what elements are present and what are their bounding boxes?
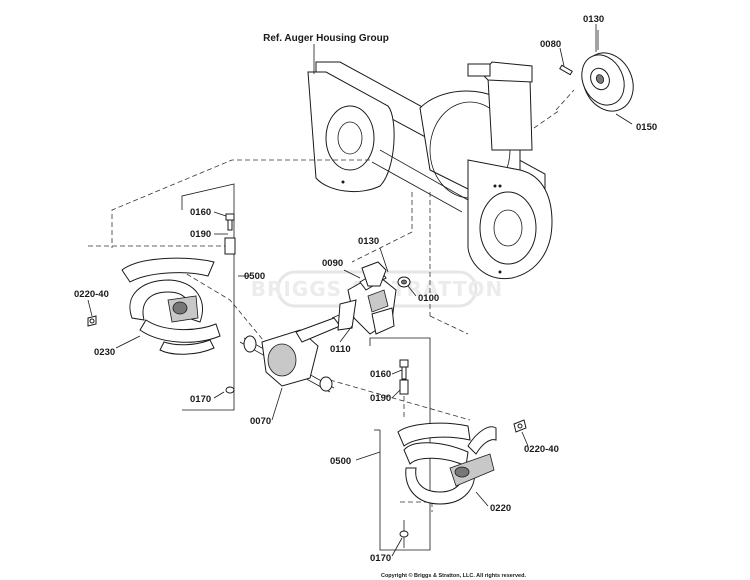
auger-0230 xyxy=(121,257,221,355)
auger-housing xyxy=(307,61,553,280)
bushing-0100 xyxy=(397,276,411,288)
gearbox-0070 xyxy=(239,307,357,393)
callout-0170-left: 0170 xyxy=(190,394,211,405)
assembly-guide-lines xyxy=(88,89,575,421)
pulley-0150 xyxy=(581,52,634,112)
callout-0110: 0110 xyxy=(330,344,351,355)
callout-0170-right: 0170 xyxy=(370,553,391,564)
callout-0220: 0220 xyxy=(490,503,511,514)
grease-fitting-left xyxy=(87,315,97,327)
callout-0160-left: 0160 xyxy=(190,207,211,218)
callout-0130-mid: 0130 xyxy=(358,236,379,247)
callout-0220-40-left: 0220-40 xyxy=(74,289,109,300)
callout-0070: 0070 xyxy=(250,416,271,427)
callout-labels: Ref. Auger Housing Group 0130 0080 0150 … xyxy=(74,14,657,579)
screw-0130-top xyxy=(595,30,599,52)
callout-0230: 0230 xyxy=(94,347,115,358)
leader-lines xyxy=(87,24,633,557)
washer-0090 xyxy=(361,261,387,287)
auger-0220 xyxy=(397,422,497,505)
callout-0190-right: 0190 xyxy=(370,393,391,404)
callout-0090: 0090 xyxy=(322,258,343,269)
grease-fitting-right xyxy=(513,419,527,433)
ref-auger-housing-group-label: Ref. Auger Housing Group xyxy=(263,33,389,44)
callout-0190-left: 0190 xyxy=(190,229,211,240)
callout-0500-right: 0500 xyxy=(330,456,351,467)
key-0080 xyxy=(559,64,573,76)
callout-0500-left: 0500 xyxy=(244,271,265,282)
callout-0080: 0080 xyxy=(540,39,561,50)
callout-0100: 0100 xyxy=(418,293,439,304)
callout-0160-right: 0160 xyxy=(370,369,391,380)
callout-0150: 0150 xyxy=(636,122,657,133)
callout-0130-top: 0130 xyxy=(583,14,604,25)
copyright-notice: Copyright © Briggs & Stratton, LLC. All … xyxy=(381,572,527,579)
callout-0220-40-right: 0220-40 xyxy=(524,444,559,455)
left-bolt-bracket xyxy=(181,183,236,411)
